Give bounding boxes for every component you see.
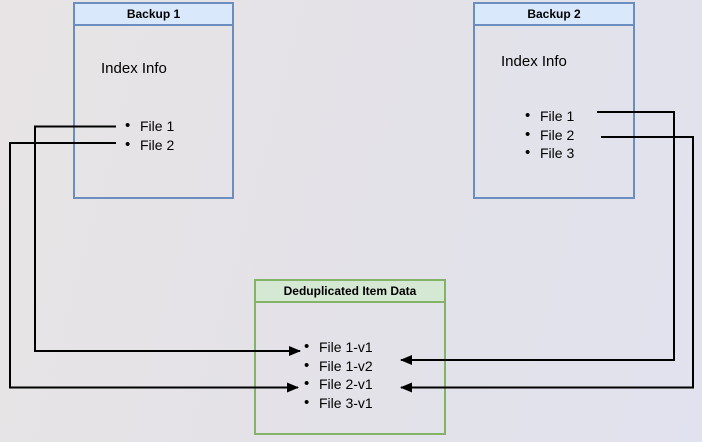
list-item: File 2 <box>525 126 574 145</box>
backup1-box: Backup 1 Index Info File 1 File 2 <box>73 2 234 199</box>
backup2-title: Backup 2 <box>475 4 633 26</box>
backup2-box: Backup 2 Index Info File 1 File 2 File 3 <box>473 2 635 199</box>
dedup-title: Deduplicated Item Data <box>256 281 444 303</box>
list-item: File 1 <box>525 107 574 126</box>
backup1-file-list: File 1 File 2 <box>125 117 174 154</box>
list-item: File 2-v1 <box>304 375 373 394</box>
list-item: File 3 <box>525 144 574 163</box>
backup1-index-info-label: Index Info <box>101 60 167 77</box>
list-item: File 2 <box>125 136 174 155</box>
list-item: File 1 <box>125 117 174 136</box>
backup2-file-list: File 1 File 2 File 3 <box>525 107 574 163</box>
dedup-file-list: File 1-v1 File 1-v2 File 2-v1 File 3-v1 <box>304 338 373 412</box>
backup1-title: Backup 1 <box>75 4 232 26</box>
list-item: File 1-v1 <box>304 338 373 357</box>
list-item: File 3-v1 <box>304 394 373 413</box>
deduplicated-item-data-box: Deduplicated Item Data File 1-v1 File 1-… <box>254 279 446 435</box>
backup2-index-info-label: Index Info <box>501 53 567 70</box>
list-item: File 1-v2 <box>304 357 373 376</box>
